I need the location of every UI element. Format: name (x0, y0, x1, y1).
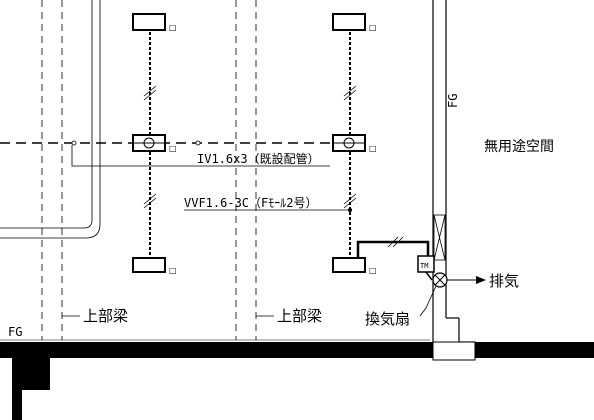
junction-box (132, 134, 166, 152)
wall-opening (433, 214, 446, 261)
wire-point (195, 140, 201, 146)
wire-point (71, 140, 77, 146)
fg-wall-label: FG (446, 94, 460, 108)
fixture-mark: □ (169, 23, 177, 32)
fixture-mark: □ (369, 266, 377, 275)
floor-slab-edge (432, 341, 476, 361)
grid-lines (41, 0, 257, 340)
iv-leader (71, 145, 330, 167)
column (12, 356, 22, 420)
light-fixture (332, 13, 366, 31)
junction-box (332, 134, 366, 152)
light-fixture (132, 257, 166, 273)
room-label: 無用途空間 (484, 138, 554, 155)
exhaust-arrow-head (476, 276, 486, 284)
timer-wiring (425, 271, 433, 281)
wall (432, 0, 475, 343)
beam-label-right: 上部梁 (277, 307, 322, 325)
wire-ticks (387, 236, 404, 248)
iv-cable-label: IV1.6x3（既設配管） (197, 151, 320, 166)
timer-label: TM (420, 262, 428, 270)
column-base (22, 356, 50, 390)
wiring-runs (149, 32, 351, 258)
vvf-cable-label: VVF1.6-3C（Fﾓｰﾙ2号） (184, 196, 317, 210)
fan-leader (419, 285, 437, 317)
fixture-mark: □ (369, 144, 377, 153)
fan-symbol (432, 272, 448, 288)
exhaust-label: 排気 (489, 272, 519, 290)
wire-ticks (143, 85, 357, 209)
fixture-mark: □ (169, 266, 177, 275)
wire-point (348, 208, 352, 212)
light-fixture (332, 257, 366, 273)
fixture-mark: □ (169, 144, 177, 153)
existing-conduit (0, 0, 101, 239)
light-fixture (132, 13, 166, 31)
beam-label-left: 上部梁 (83, 307, 128, 325)
fg-floor-label: FG (8, 325, 22, 339)
fan-label: 換気扇 (365, 310, 410, 328)
fixture-mark: □ (369, 23, 377, 32)
floor-slab (0, 342, 594, 358)
